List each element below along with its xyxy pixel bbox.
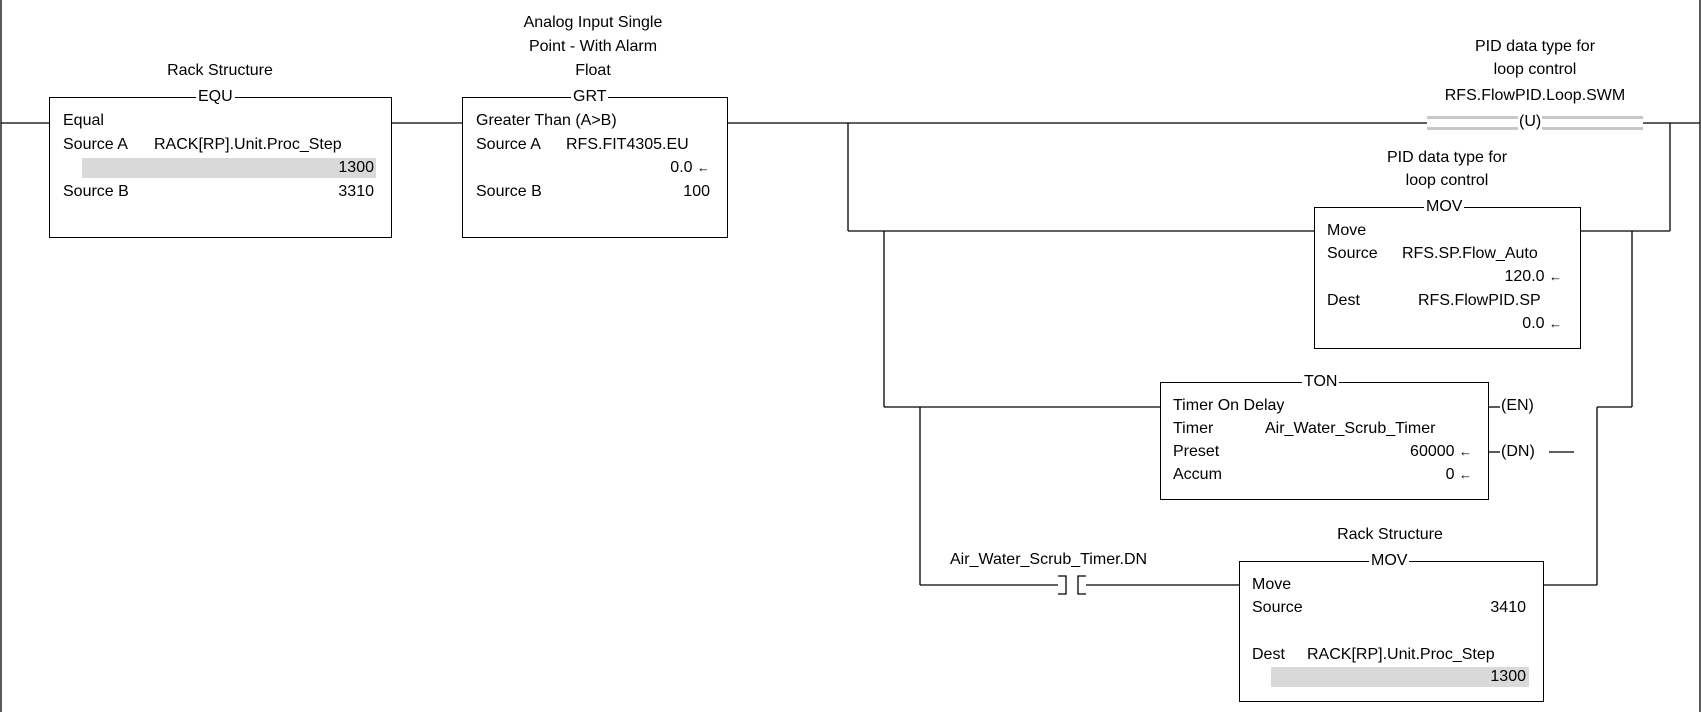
grt-description-line3: Float xyxy=(575,62,611,79)
equ-source-b-value[interactable]: 3310 xyxy=(338,183,374,200)
grt-title: Greater Than (A>B) xyxy=(476,112,617,129)
mov2-source-label: Source xyxy=(1252,599,1303,616)
equ-source-a-value: 1300 xyxy=(338,159,374,176)
mov1-source-value: 120.0 xyxy=(1504,268,1545,285)
ton-timer-tag[interactable]: Air_Water_Scrub_Timer xyxy=(1265,420,1436,437)
xic-tag[interactable]: Air_Water_Scrub_Timer.DN xyxy=(950,551,1148,568)
mov2-source-value[interactable]: 3410 xyxy=(1490,599,1526,616)
grt-name: GRT xyxy=(571,88,609,105)
mov1-source-label: Source xyxy=(1327,245,1378,262)
grt-source-b-label: Source B xyxy=(476,183,542,200)
equ-source-b-label: Source B xyxy=(63,183,129,200)
ton-name: TON xyxy=(1302,373,1340,390)
unlatch-coil[interactable]: (U) xyxy=(1518,113,1543,131)
ton-dn-output: (DN) xyxy=(1500,443,1536,461)
grt-source-a-value-row: 0.0 ← xyxy=(600,159,710,177)
ton-preset-value[interactable]: 60000 xyxy=(1410,443,1455,460)
ton-preset-value-row: 60000 ← xyxy=(1360,443,1472,461)
equ-source-a-label: Source A xyxy=(63,136,128,153)
grt-block[interactable] xyxy=(462,97,728,238)
mov1-description-line1: PID data type for xyxy=(1386,149,1508,166)
grt-source-a-tag[interactable]: RFS.FIT4305.EU xyxy=(566,136,689,153)
mov1-source-tag[interactable]: RFS.SP.Flow_Auto xyxy=(1402,245,1538,262)
mov1-dest-value-row: 0.0 ← xyxy=(1450,315,1562,333)
contact-bracket xyxy=(1077,575,1086,595)
ton-accum-value[interactable]: 0 xyxy=(1445,466,1455,483)
mov2-dest-value: 1300 xyxy=(1490,668,1526,685)
mov1-description-line2: loop control xyxy=(1405,172,1489,189)
grt-description-line1: Analog Input Single xyxy=(523,14,663,31)
mov1-name: MOV xyxy=(1424,198,1465,215)
coil-u-description-line1: PID data type for xyxy=(1474,38,1596,55)
equ-source-a-value-highlight xyxy=(82,158,376,178)
ton-accum-label: Accum xyxy=(1173,466,1222,483)
mov1-dest-tag[interactable]: RFS.FlowPID.SP xyxy=(1418,292,1541,309)
mov2-dest-label: Dest xyxy=(1252,646,1285,663)
mov1-block[interactable] xyxy=(1314,207,1581,349)
mov1-source-value-row: 120.0 ← xyxy=(1450,268,1563,286)
mov2-description: Rack Structure xyxy=(1337,526,1443,543)
ton-title: Timer On Delay xyxy=(1173,397,1285,414)
ton-timer-label: Timer xyxy=(1173,420,1214,437)
arrow-left-icon: ← xyxy=(697,160,710,175)
arrow-left-icon: ← xyxy=(1459,444,1472,459)
mov2-dest-value-highlight xyxy=(1271,667,1529,687)
mov1-dest-value: 0.0 xyxy=(1522,315,1545,332)
equ-description: Rack Structure xyxy=(167,62,273,79)
grt-source-b-value[interactable]: 100 xyxy=(683,183,710,200)
mov2-name: MOV xyxy=(1369,552,1410,569)
arrow-left-icon: ← xyxy=(1459,467,1472,482)
ton-preset-label: Preset xyxy=(1173,443,1220,460)
arrow-left-icon: ← xyxy=(1549,269,1562,284)
ton-accum-value-row: 0 ← xyxy=(1360,466,1472,484)
coil-u-tag[interactable]: RFS.FlowPID.Loop.SWM xyxy=(1444,87,1626,104)
grt-source-a-value: 0.0 xyxy=(670,159,693,176)
equ-source-a-tag[interactable]: RACK[RP].Unit.Proc_Step xyxy=(154,136,342,153)
equ-name: EQU xyxy=(196,88,235,105)
grt-description-line2: Point - With Alarm xyxy=(528,38,658,55)
mov1-title: Move xyxy=(1327,222,1367,239)
grt-source-a-label: Source A xyxy=(476,136,541,153)
arrow-left-icon: ← xyxy=(1549,316,1562,331)
mov1-dest-label: Dest xyxy=(1327,292,1360,309)
contact-bracket xyxy=(1058,575,1067,595)
ton-en-output: (EN) xyxy=(1500,397,1535,415)
equ-title: Equal xyxy=(63,112,104,129)
mov2-dest-tag[interactable]: RACK[RP].Unit.Proc_Step xyxy=(1307,646,1495,663)
mov2-title: Move xyxy=(1252,576,1292,593)
ton-block[interactable] xyxy=(1160,382,1489,500)
coil-u-description-line2: loop control xyxy=(1493,61,1577,78)
